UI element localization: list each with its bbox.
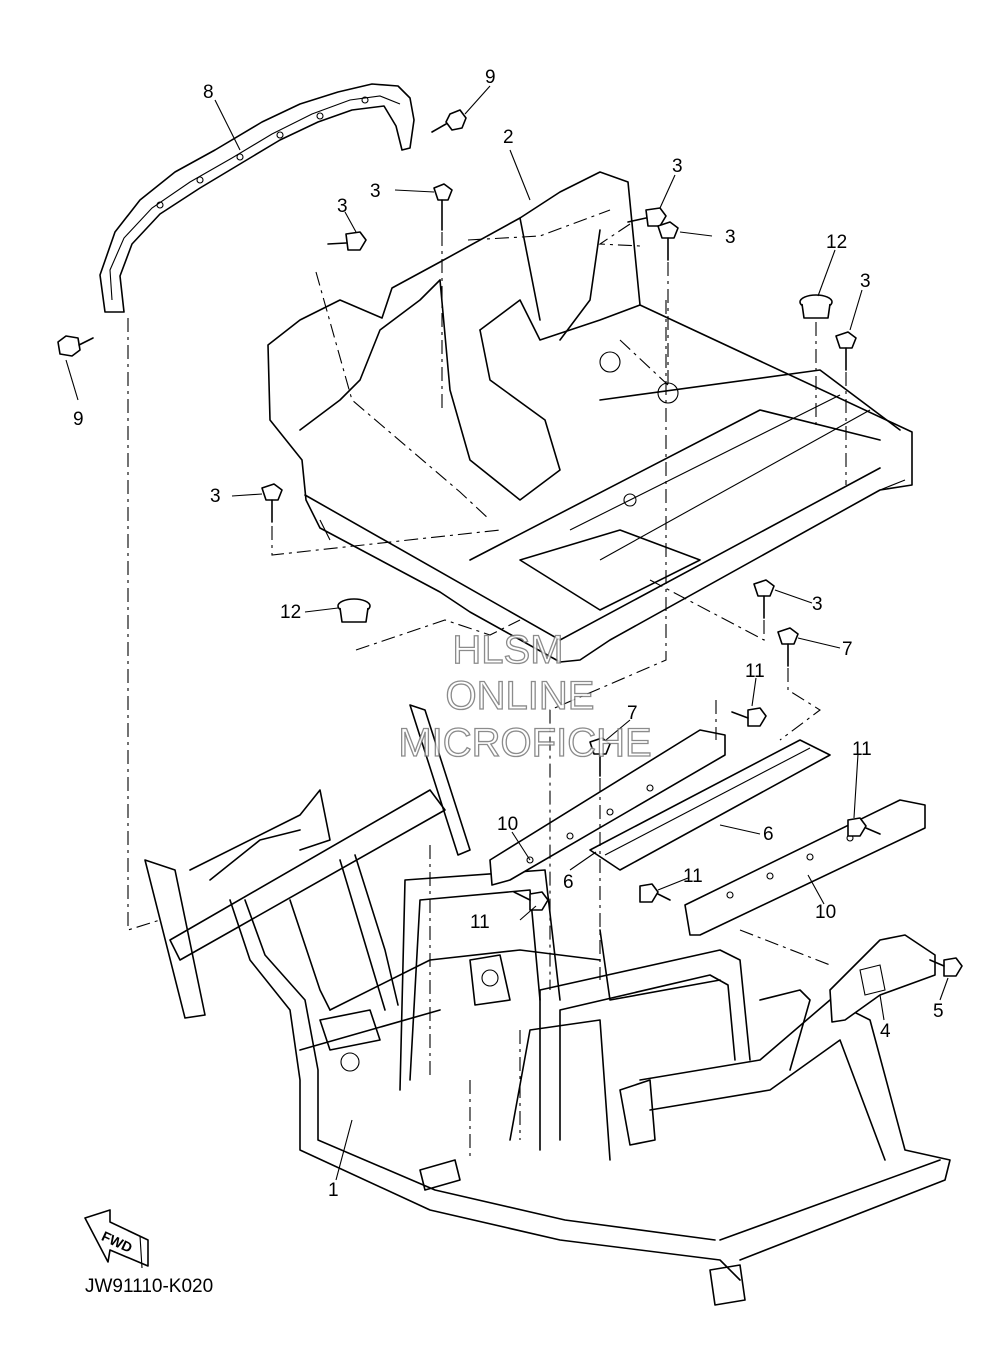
callout-3-c: 3: [337, 196, 348, 217]
callout-11-b: 11: [852, 739, 872, 760]
diagram-code: JW91110-K020: [85, 1276, 213, 1297]
callout-6-a: 6: [763, 824, 774, 845]
callout-3-b: 3: [672, 156, 683, 177]
callout-8: 8: [203, 82, 214, 103]
part-1-main-frame: [144, 704, 951, 1306]
watermark-line-1: HLSM: [452, 628, 563, 672]
watermark: HLSM ONLINE MICROFICHE: [398, 627, 653, 765]
callout-7-b: 7: [627, 703, 638, 724]
callout-12-b: 12: [280, 602, 301, 623]
callout-7-a: 7: [842, 639, 853, 660]
callouts: 8 9 9 2 3 3 3 3 12 3 3 12 3 7 11 7 11 10…: [73, 67, 944, 1201]
callout-10-b: 10: [815, 902, 836, 923]
callout-3-g: 3: [812, 594, 823, 615]
part-8-cross-bar: [99, 83, 415, 313]
callout-9-left: 9: [73, 409, 84, 430]
callout-6-b: 6: [563, 872, 574, 893]
fwd-arrow: FWD: [84, 1209, 149, 1269]
callout-2: 2: [503, 127, 514, 148]
part-4-plate: [829, 934, 936, 1023]
callout-10-a: 10: [497, 814, 518, 835]
callout-11-d: 11: [470, 912, 490, 933]
fasteners: [57, 109, 963, 977]
callout-3-d: 3: [725, 227, 736, 248]
reference-lines: [127, 209, 847, 1160]
callout-12-a: 12: [826, 232, 847, 253]
part-10-rails: [489, 729, 926, 936]
callout-11-a: 11: [745, 661, 765, 682]
watermark-line-3: MICROFICHE: [398, 721, 651, 765]
watermark-line-2: ONLINE: [446, 674, 595, 718]
callout-11-c: 11: [683, 866, 703, 887]
callout-9-top: 9: [485, 67, 496, 88]
callout-3-f: 3: [210, 486, 221, 507]
callout-4: 4: [880, 1021, 891, 1042]
part-2-floor-panel: [267, 171, 913, 663]
callout-3-a: 3: [370, 181, 381, 202]
callout-3-e: 3: [860, 271, 871, 292]
callout-5: 5: [933, 1001, 944, 1022]
leader-lines: [65, 85, 949, 1181]
part-6-bracket: [589, 739, 831, 871]
callout-1: 1: [328, 1180, 339, 1201]
